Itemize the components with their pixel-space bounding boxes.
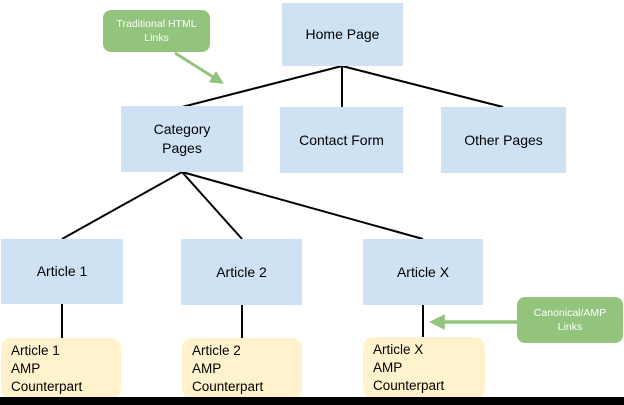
node-article-1-amp-counterpart: Article 1 AMP Counterpart <box>1 338 121 399</box>
node-article-2: Article 2 <box>181 239 302 305</box>
amp-x-line: Counterpart <box>373 378 445 393</box>
traditional-links-arrow <box>174 51 224 84</box>
amp-x-line: AMP <box>373 360 403 375</box>
callout-traditional-html-links: Traditional HTML Links <box>103 10 210 52</box>
amp-2-line: Article 2 <box>192 342 241 358</box>
node-other-pages-label: Other Pages <box>464 131 543 148</box>
node-contact-form-label: Contact Form <box>299 131 384 148</box>
node-category-pages: Category Pages <box>121 106 243 172</box>
node-article-x: Article X <box>363 239 483 305</box>
node-article-x-label: Article X <box>396 263 450 280</box>
node-other-pages: Other Pages <box>441 107 566 173</box>
callout-canonical-line: Canonical/AMP <box>533 307 607 319</box>
amp-2-line: Counterpart <box>192 378 264 394</box>
amp-1-line: Article 1 <box>11 342 60 358</box>
edge-home-to-other <box>341 65 504 108</box>
node-article-1: Article 1 <box>1 239 123 304</box>
node-home-page-label: Home Page <box>305 26 380 42</box>
amp-1-line: AMP <box>11 360 41 376</box>
amp-x-line: Article X <box>373 342 424 357</box>
node-category-pages-label: Category Pages <box>153 121 211 156</box>
amp-2-line: AMP <box>192 360 222 376</box>
edge-home-to-category <box>181 65 343 108</box>
bottom-black-bar <box>0 397 624 405</box>
node-article-2-amp-counterpart: Article 2 AMP Counterpart <box>182 338 302 399</box>
node-article-2-label: Article 2 <box>216 263 267 280</box>
node-contact-form: Contact Form <box>280 107 403 173</box>
node-article-x-amp-counterpart: Article X AMP Counterpart <box>363 337 485 399</box>
callout-traditional-line: Traditional HTML <box>116 18 197 30</box>
amp-1-line: Counterpart <box>11 378 83 394</box>
edge-category-to-article2 <box>181 171 243 240</box>
edge-category-to-article1 <box>61 171 183 240</box>
node-home-page: Home Page <box>282 3 403 66</box>
callout-canonical-line: Links <box>557 321 583 333</box>
edge-category-to-articlex <box>181 171 424 240</box>
callout-canonical-amp-links: Canonical/AMP Links <box>517 297 623 343</box>
node-article-1-label: Article 1 <box>36 263 88 279</box>
callout-traditional-line: Links <box>144 32 169 44</box>
